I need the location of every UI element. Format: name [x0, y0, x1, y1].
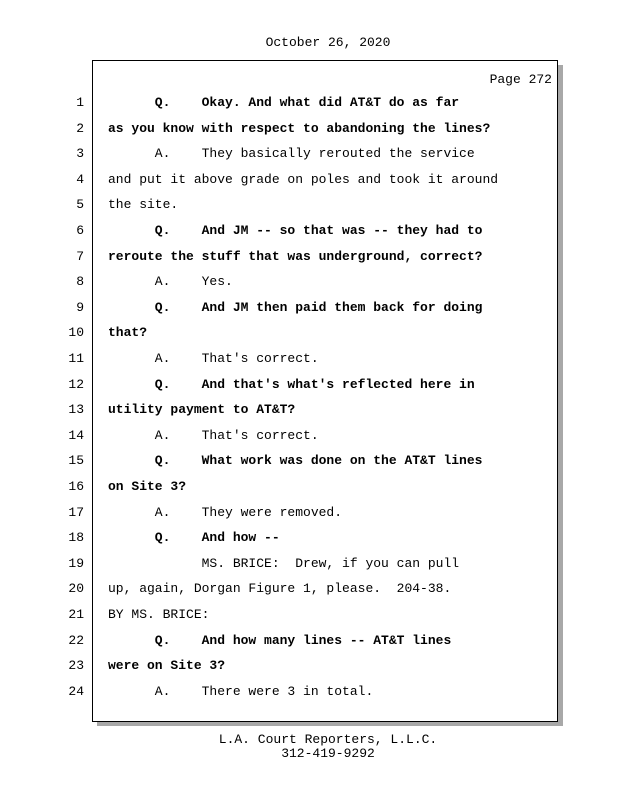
line-number: 8: [76, 274, 84, 290]
line-text: Q. What work was done on the AT&T lines: [108, 453, 483, 469]
page-number: Page 272: [489, 72, 552, 87]
transcript-line: 5 the site.: [0, 195, 600, 215]
line-text: A. They basically rerouted the service: [108, 146, 475, 162]
transcript-line: 1 Q. Okay. And what did AT&T do as far: [0, 93, 600, 113]
line-number: 3: [76, 146, 84, 162]
line-text: reroute the stuff that was underground, …: [108, 248, 483, 264]
transcript-page-frame: [92, 60, 558, 722]
line-number: 1: [76, 95, 84, 110]
line-text: the site.: [108, 197, 179, 213]
line-text: Q. And JM then paid them back for doing: [108, 299, 483, 315]
line-text: on Site 3?: [108, 479, 187, 494]
line-number: 6: [76, 223, 84, 238]
transcript-line: 13 utility payment to AT&T?: [0, 400, 600, 420]
line-number: 17: [68, 504, 84, 520]
footer-company: L.A. Court Reporters, L.L.C.: [218, 732, 438, 747]
transcript-line: 16 on Site 3?: [0, 477, 600, 497]
line-text: A. There were 3 in total.: [108, 683, 374, 699]
line-number: 14: [68, 427, 84, 443]
transcript-line: 21 BY MS. BRICE:: [0, 605, 600, 625]
line-number: 10: [68, 325, 84, 341]
line-text: and put it above grade on poles and took…: [108, 171, 499, 187]
transcript-line: 22 Q. And how many lines -- AT&T lines: [0, 631, 600, 651]
transcript-line: 15 Q. What work was done on the AT&T lin…: [0, 451, 600, 471]
line-text: were on Site 3?: [108, 658, 226, 674]
transcript-line: 2 as you know with respect to abandoning …: [0, 119, 600, 139]
line-number: 4: [76, 171, 84, 187]
line-number: 11: [68, 351, 84, 366]
line-text: A. That's correct.: [108, 427, 319, 443]
line-number: 5: [76, 197, 84, 213]
header-date: October 26, 2020: [265, 35, 391, 50]
line-text: MS. BRICE: Drew, if you can pull: [108, 555, 460, 571]
line-number: 19: [68, 555, 84, 571]
line-text: Q. And JM -- so that was -- they had to: [108, 223, 483, 238]
transcript-line: 23 were on Site 3?: [0, 656, 600, 676]
line-text: A. That's correct.: [108, 351, 319, 366]
transcript-line: 7 reroute the stuff that was underground,…: [0, 247, 600, 267]
transcript-line: 24 A. There were 3 in total.: [0, 682, 600, 702]
transcript-line: 17 A. They were removed.: [0, 503, 600, 523]
line-text: Q. Okay. And what did AT&T do as far: [108, 95, 460, 110]
line-number: 20: [68, 581, 84, 597]
line-text: utility payment to AT&T?: [108, 402, 296, 418]
line-number: 22: [68, 632, 84, 648]
transcript-line: 11 A. That's correct.: [0, 349, 600, 369]
line-text: Q. And that's what's reflected here in: [108, 376, 475, 392]
line-number: 7: [76, 248, 84, 264]
line-text: Q. And how --: [108, 530, 280, 546]
footer-phone: 312-419-9292: [281, 746, 375, 761]
transcript-line: 12 Q. And that's what's reflected here i…: [0, 375, 600, 395]
transcript-line: 18 Q. And how --: [0, 528, 600, 548]
line-text: as you know with respect to abandoning t…: [108, 120, 491, 136]
line-number: 12: [68, 376, 84, 392]
line-number: 13: [68, 402, 84, 418]
transcript-line: 3 A. They basically rerouted the service: [0, 144, 600, 164]
transcript-line: 4 and put it above grade on poles and too…: [0, 170, 600, 190]
line-text: A. They were removed.: [108, 504, 343, 520]
line-number: 9: [76, 299, 84, 315]
transcript-line: 20 up, again, Dorgan Figure 1, please. 20…: [0, 579, 600, 599]
line-text: A. Yes.: [108, 274, 233, 290]
line-number: 2: [76, 120, 84, 136]
transcript-line: 6 Q. And JM -- so that was -- they had t…: [0, 221, 600, 241]
transcript-line: 14 A. That's correct.: [0, 426, 600, 446]
line-number: 24: [68, 683, 84, 699]
line-number: 18: [68, 530, 84, 546]
line-number: 15: [68, 453, 84, 469]
transcript-line: 9 Q. And JM then paid them back for doin…: [0, 298, 600, 318]
line-number: 23: [68, 658, 84, 674]
footer: L.A. Court Reporters, L.L.C. 312-419-929…: [0, 733, 618, 761]
line-number: 16: [68, 479, 84, 494]
line-number: 21: [68, 607, 84, 622]
transcript-line: 8 A. Yes.: [0, 272, 600, 292]
line-text: up, again, Dorgan Figure 1, please. 204-…: [108, 581, 452, 597]
transcript-line: 19 MS. BRICE: Drew, if you can pull: [0, 554, 600, 574]
transcript-line: 10 that?: [0, 323, 600, 343]
line-text: that?: [108, 325, 148, 341]
line-text: Q. And how many lines -- AT&T lines: [108, 632, 452, 648]
line-text: BY MS. BRICE:: [108, 607, 210, 622]
